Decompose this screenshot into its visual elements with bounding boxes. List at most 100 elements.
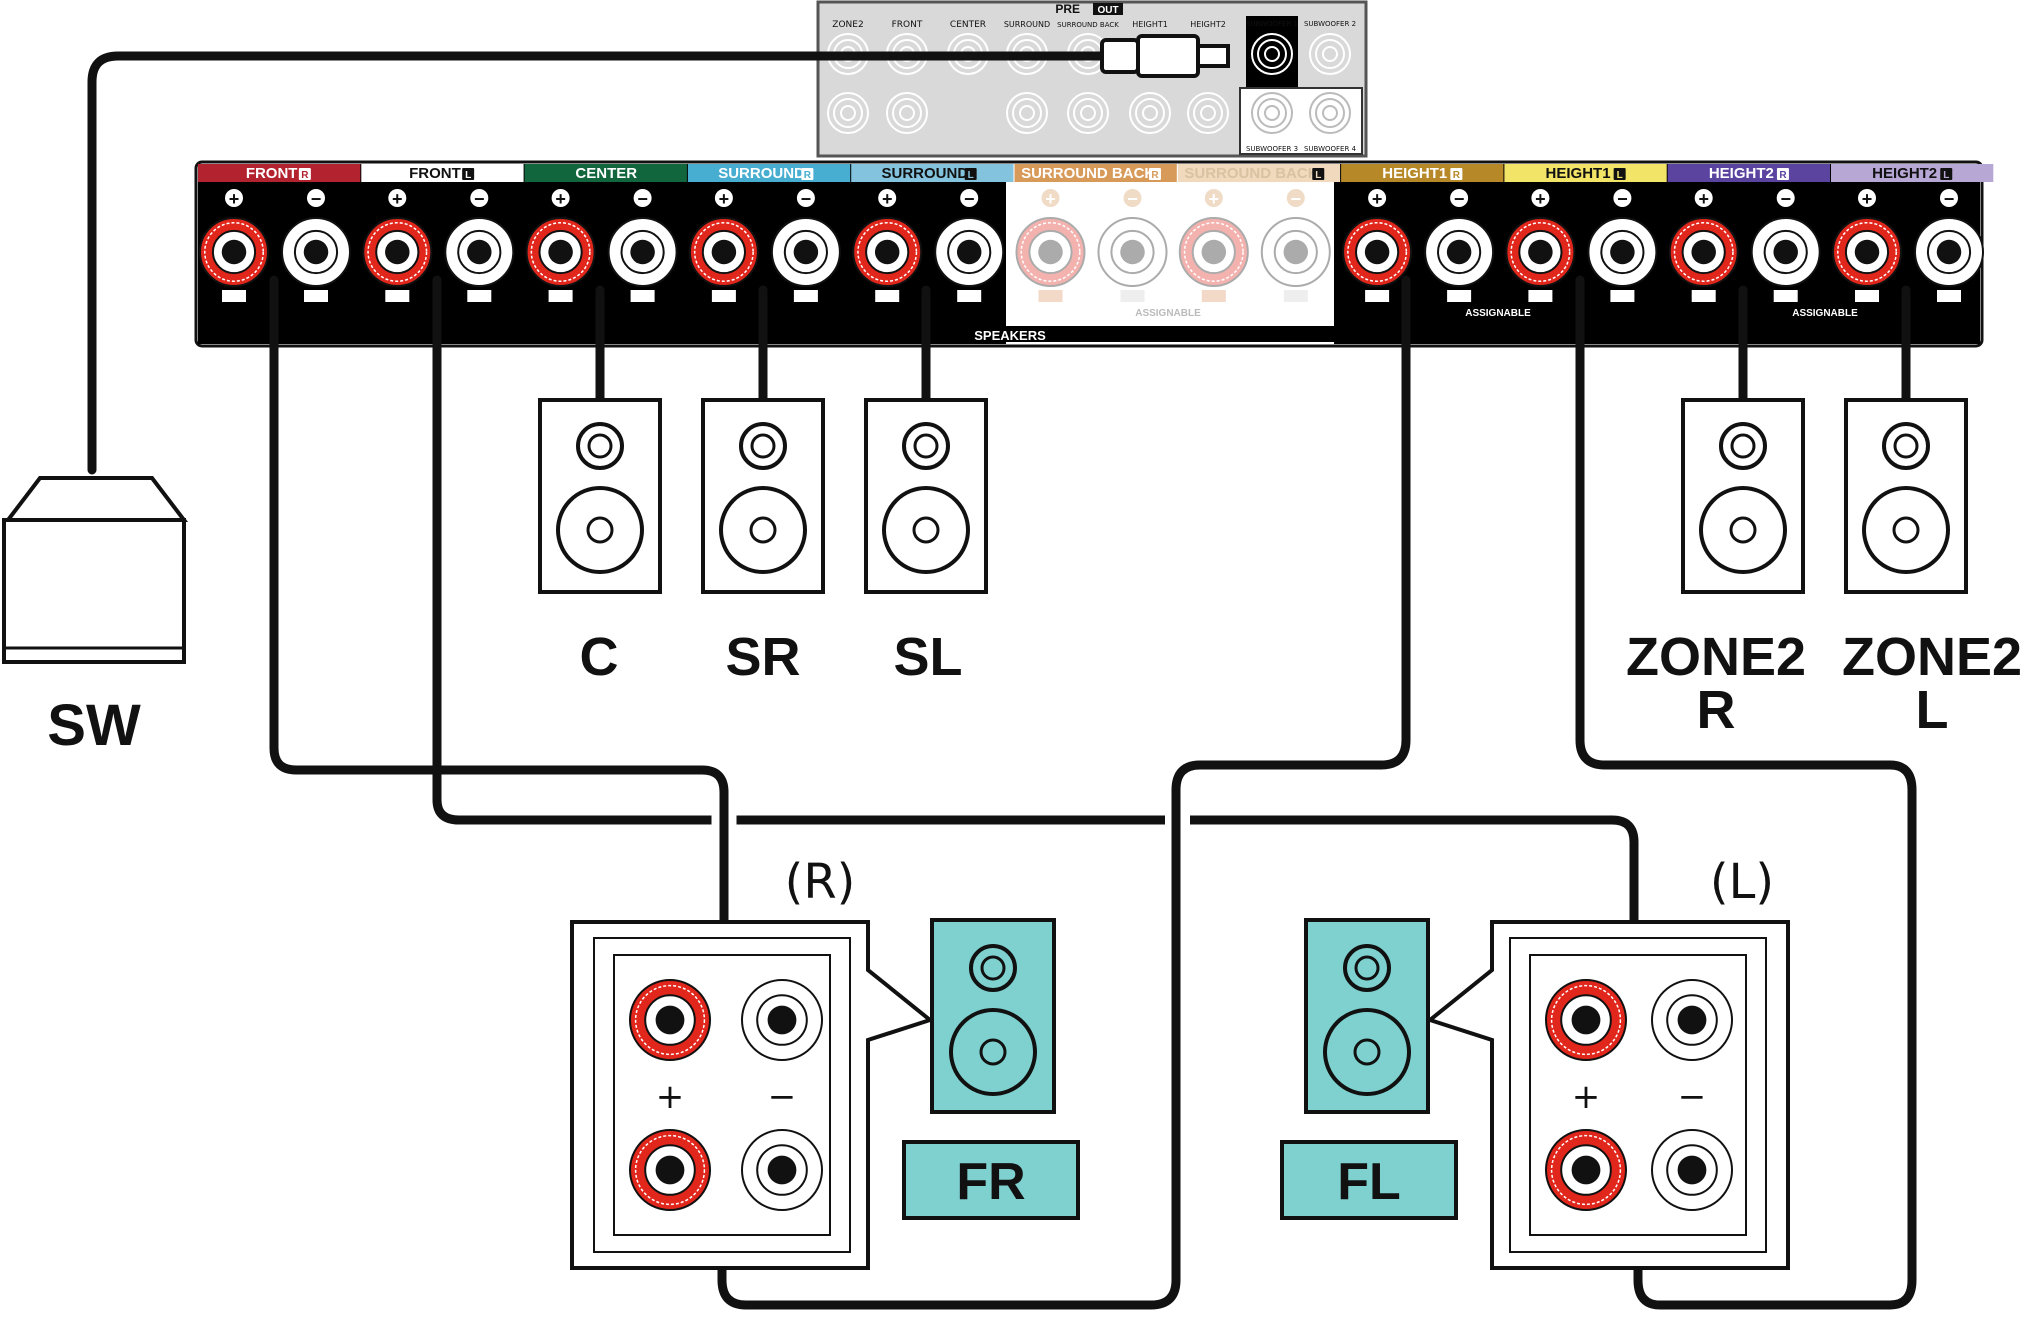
channel-header: SURROUND BACK L — [1177, 164, 1341, 182]
channel-label: HEIGHT1 — [1546, 165, 1611, 182]
terminal-minus — [1651, 979, 1733, 1061]
channel-label: SURROUND — [882, 165, 969, 182]
channel-side: L — [1943, 170, 1949, 181]
svg-text:+: + — [882, 189, 893, 209]
wires — [87, 51, 1917, 1310]
rca-jack — [827, 92, 869, 134]
front-left-side-label: (L) — [1710, 854, 1774, 910]
channel-header: FRONT R — [198, 164, 361, 182]
front-left-name: FL — [1337, 1153, 1401, 1211]
pre-out-jack-label: ZONE2 — [832, 20, 863, 30]
channel-header: HEIGHT2 R — [1667, 164, 1830, 182]
speaker-cabinet — [701, 398, 825, 594]
channel-side: L — [1617, 170, 1623, 181]
front-l-plus-wire — [432, 275, 1639, 1005]
minus-marker: − — [307, 189, 325, 209]
center-label: C — [580, 627, 619, 687]
pre-out-jack-label: SURROUND — [1004, 20, 1050, 29]
front-right-name: FR — [956, 1153, 1025, 1211]
height1-l-wire — [1575, 275, 1917, 1310]
channel-header: FRONT L — [361, 164, 524, 182]
channel-side: L — [1315, 170, 1321, 181]
channel-side: R — [301, 170, 309, 181]
channel-header: HEIGHT1 R — [1341, 164, 1504, 182]
front-right-name-box — [902, 1140, 1080, 1220]
assignable-label: ASSIGNABLE — [1135, 308, 1201, 319]
assignable-label: ASSIGNABLE — [1465, 308, 1531, 319]
front-left-plus: + — [1572, 1077, 1601, 1117]
pre-out-jack-label: HEIGHT2 — [1190, 20, 1226, 29]
rca-jack — [1309, 92, 1351, 134]
channel-label: HEIGHT2 — [1872, 165, 1937, 182]
front-left-terminals — [1545, 979, 1733, 1211]
terminal-minus — [1097, 217, 1168, 287]
front-left-tweeter-core — [1354, 955, 1380, 981]
channel-label: SURROUND BACK — [1021, 165, 1155, 182]
svg-text:−: − — [1291, 189, 1302, 209]
svg-text:−: − — [1127, 189, 1138, 209]
minus-marker: − — [1123, 189, 1142, 209]
svg-text:+: + — [1698, 189, 1709, 209]
terminal-plus — [362, 217, 433, 287]
svg-text:−: − — [964, 189, 975, 209]
rca-jack — [1309, 33, 1351, 75]
plus-marker: + — [1531, 189, 1550, 209]
plus-marker: + — [714, 189, 733, 209]
channel-label: FRONT — [409, 165, 461, 182]
speaker-cabinet — [864, 398, 988, 594]
terminal-minus — [1587, 217, 1658, 287]
svg-text:+: + — [1209, 189, 1220, 209]
minus-marker: − — [796, 189, 815, 209]
minus-marker: − — [1286, 189, 1305, 209]
terminal-minus — [1260, 217, 1331, 287]
pre-out-badge: OUT — [1097, 5, 1118, 16]
subwoofer-3-label: SUBWOOFER 3 — [1246, 145, 1298, 153]
pre-out-jack-label: FRONT — [892, 20, 923, 30]
channel-side: L — [968, 170, 974, 181]
front-left-detail: (L) + − FL — [1280, 854, 1790, 1270]
terminal-plus — [629, 979, 711, 1061]
speakers-bar-right — [1430, 326, 1980, 342]
assignable-label: ASSIGNABLE — [1792, 308, 1858, 319]
terminal-plus — [525, 217, 596, 287]
svg-text:−: − — [1780, 189, 1791, 209]
pre-out-title: PRE — [1055, 2, 1080, 16]
terminal-minus — [1750, 217, 1821, 287]
front-left-name-box — [1280, 1140, 1458, 1220]
channel-label: CENTER — [575, 165, 637, 182]
svg-text:+: + — [229, 189, 240, 209]
zone2-r-label-line2: R — [1697, 680, 1736, 740]
surround-r-label: SR — [725, 627, 800, 687]
terminal-plus — [1178, 217, 1249, 287]
channel-header: CENTER — [524, 164, 687, 182]
front-right-tweeter-core — [980, 955, 1006, 981]
subwoofer-1-label: SUBWOOFER 1 — [1246, 20, 1298, 28]
terminal-plus — [1545, 1129, 1627, 1211]
plus-marker: + — [1694, 189, 1713, 209]
front-right-plus: + — [656, 1077, 685, 1117]
front-right-side-label: (R) — [785, 854, 856, 910]
channel-side: L — [465, 170, 471, 181]
front-r-plus-wire — [269, 275, 729, 1005]
pre-out-panel: PRE OUT ZONE2 FRONT CENTER SURROUND SURR… — [816, 0, 1368, 158]
svg-text:+: + — [555, 189, 566, 209]
terminal-minus — [1651, 1129, 1733, 1211]
terminal-minus — [1914, 217, 1984, 287]
terminal-plus — [1832, 217, 1902, 287]
speakers-label: SPEAKERS — [974, 328, 1046, 343]
minus-marker: − — [1776, 189, 1795, 209]
minus-marker: − — [1450, 189, 1469, 209]
terminal-minus — [741, 1129, 823, 1211]
subwoofer-body — [2, 518, 186, 664]
channel-header: HEIGHT2 L — [1831, 164, 1994, 182]
terminal-plus — [1505, 217, 1576, 287]
front-right-minus: − — [768, 1077, 797, 1117]
channel-header: SURROUND L — [851, 164, 1014, 182]
terminal-minus — [444, 217, 515, 287]
zone2-l-label-line2: L — [1916, 680, 1949, 740]
pre-out-jack-label: SURROUND BACK — [1057, 21, 1119, 29]
subwoofer-4-label: SUBWOOFER 4 — [1304, 145, 1357, 153]
speaker-cabinet — [538, 398, 662, 594]
